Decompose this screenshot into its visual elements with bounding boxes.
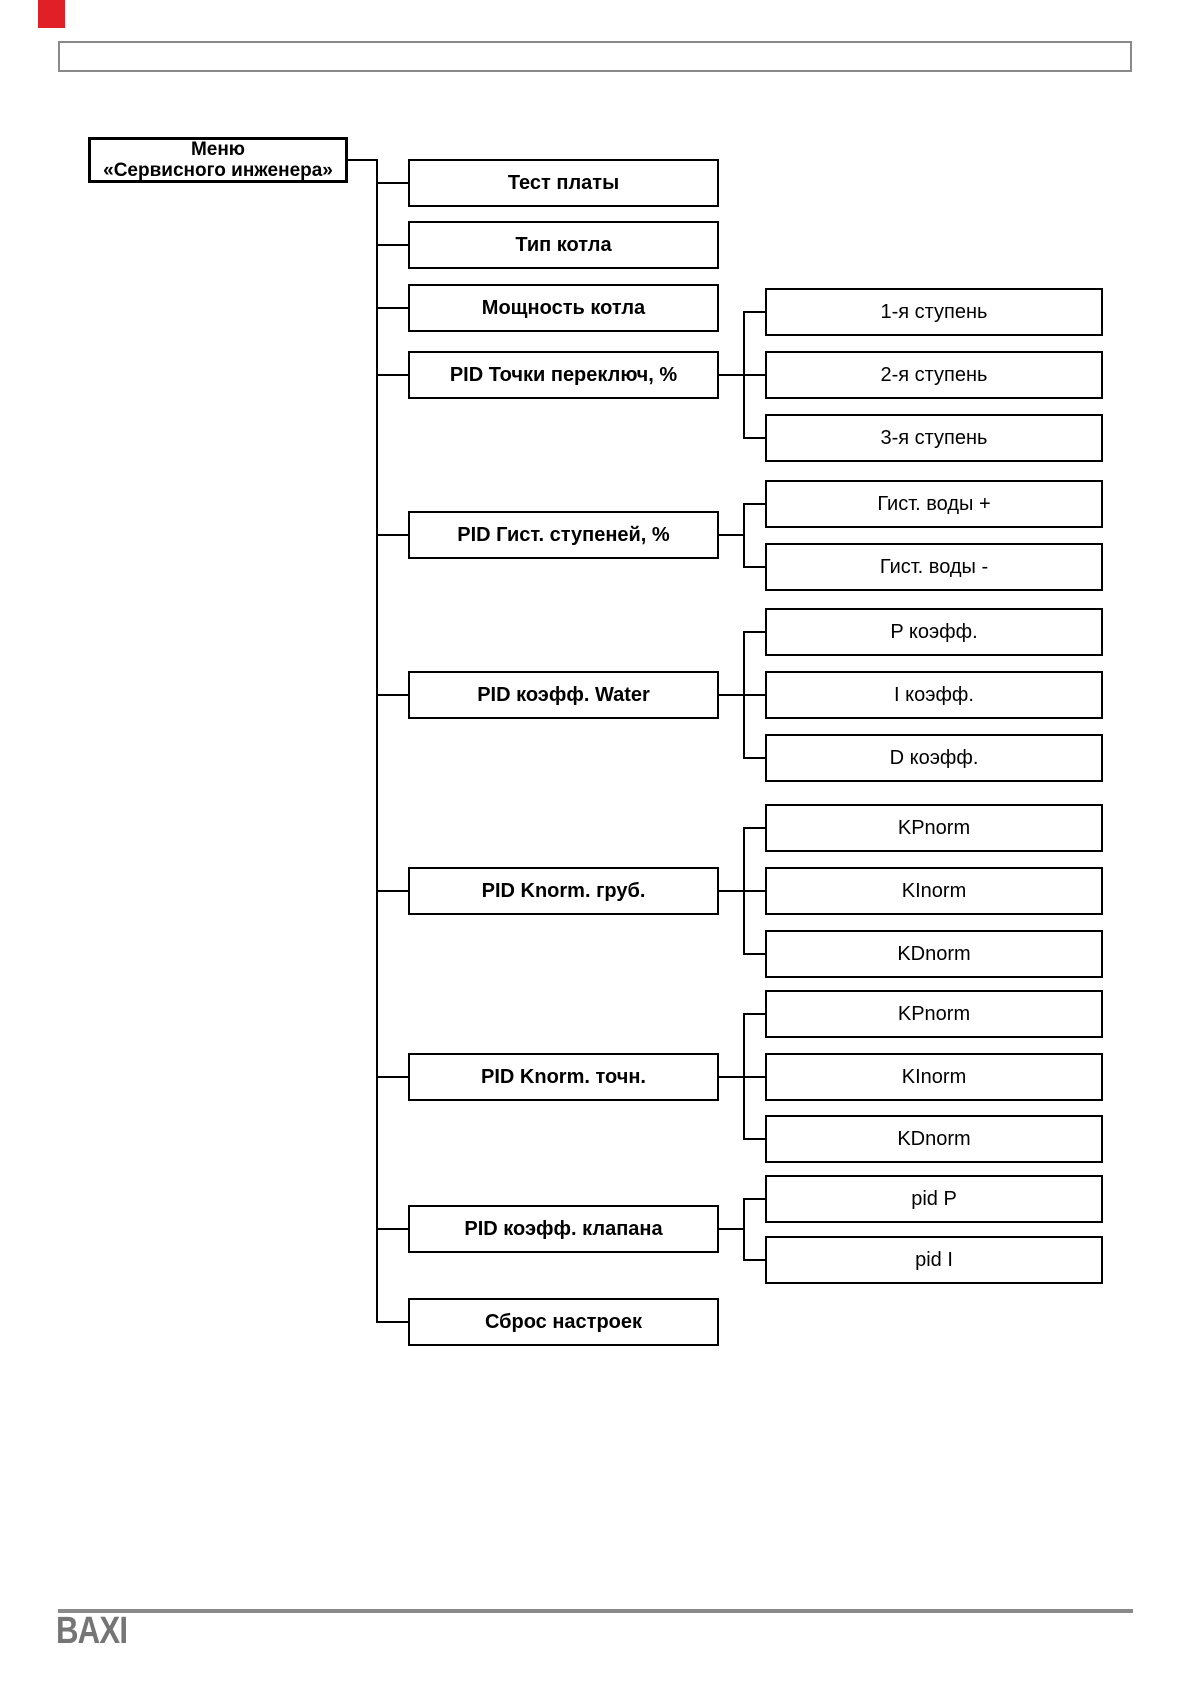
- menu-item-tip-kotla: Тип котла: [408, 221, 719, 269]
- baxi-logo: BAXI: [56, 1610, 128, 1652]
- menu-item-pid-knorm-grub: PID Knorm. груб.: [408, 867, 719, 915]
- submenu-kpnorm-tochn: KPnorm: [765, 990, 1103, 1038]
- submenu-kpnorm-grub: KPnorm: [765, 804, 1103, 852]
- submenu-i-koeff: I коэфф.: [765, 671, 1103, 719]
- menu-item-moshchnost-kotla: Мощность котла: [408, 284, 719, 332]
- submenu-stupen-1: 1-я ступень: [765, 288, 1103, 336]
- menu-item-pid-koeff-water: PID коэфф. Water: [408, 671, 719, 719]
- submenu-stupen-2: 2-я ступень: [765, 351, 1103, 399]
- submenu-p-koeff: P коэфф.: [765, 608, 1103, 656]
- submenu-pid-i: pid I: [765, 1236, 1103, 1284]
- menu-item-sbros-nastroek: Сброс настроек: [408, 1298, 719, 1346]
- footer-rule: [58, 1609, 1133, 1613]
- root-label-line1: Меню: [190, 139, 246, 160]
- submenu-gist-vody-minus: Гист. воды -: [765, 543, 1103, 591]
- menu-item-test-platy: Тест платы: [408, 159, 719, 207]
- red-corner-mark: [38, 0, 65, 28]
- header-frame: [58, 41, 1132, 72]
- menu-root-node: Меню «Сервисного инженера»: [88, 137, 348, 183]
- submenu-kinorm-grub: KInorm: [765, 867, 1103, 915]
- root-label-line2: «Сервисного инженера»: [103, 160, 333, 181]
- menu-item-pid-tochki: PID Точки переключ, %: [408, 351, 719, 399]
- submenu-stupen-3: 3-я ступень: [765, 414, 1103, 462]
- menu-item-pid-koeff-klapana: PID коэфф. клапана: [408, 1205, 719, 1253]
- submenu-kdnorm-grub: KDnorm: [765, 930, 1103, 978]
- menu-item-pid-knorm-tochn: PID Knorm. точн.: [408, 1053, 719, 1101]
- menu-item-pid-gist-stupeney: PID Гист. ступеней, %: [408, 511, 719, 559]
- submenu-gist-vody-plus: Гист. воды +: [765, 480, 1103, 528]
- submenu-kdnorm-tochn: KDnorm: [765, 1115, 1103, 1163]
- submenu-d-koeff: D коэфф.: [765, 734, 1103, 782]
- submenu-pid-p: pid P: [765, 1175, 1103, 1223]
- submenu-kinorm-tochn: KInorm: [765, 1053, 1103, 1101]
